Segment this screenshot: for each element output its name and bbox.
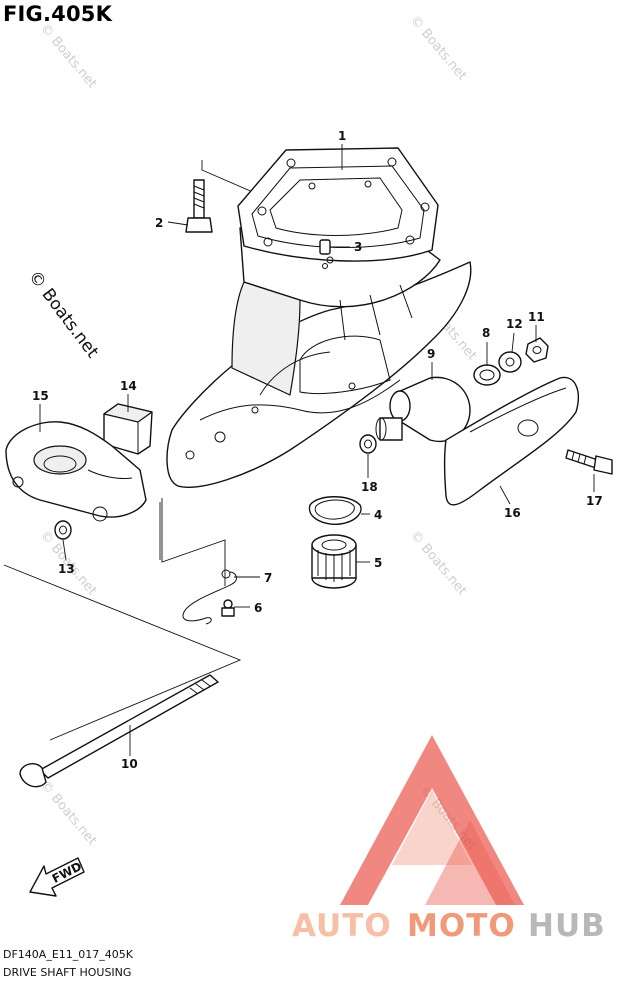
drive-shaft-housing bbox=[166, 147, 472, 488]
watermark-2: © Boats.net bbox=[407, 13, 469, 83]
washer-part-13 bbox=[54, 520, 72, 540]
screw-part-6 bbox=[221, 599, 235, 617]
mount-rubber-part-9 bbox=[375, 376, 471, 442]
callout-14: 14 bbox=[120, 379, 137, 393]
fwd-arrow-icon: FWD bbox=[29, 857, 85, 897]
callout-10: 10 bbox=[121, 757, 138, 771]
callout-15: 15 bbox=[32, 389, 49, 403]
callout-2: 2 bbox=[155, 216, 163, 230]
bearing-part-5 bbox=[311, 534, 357, 589]
reference-lines bbox=[3, 160, 263, 741]
callout-9: 9 bbox=[427, 347, 435, 361]
brand-part-auto: AUTO bbox=[292, 908, 392, 944]
brand-triangle-logo bbox=[340, 735, 524, 905]
washer-part-18 bbox=[359, 434, 377, 454]
callouts: 1 2 3 4 5 6 7 8 9 10 11 12 13 14 15 16 1… bbox=[32, 129, 603, 771]
callout-6: 6 bbox=[254, 601, 262, 615]
callout-1: 1 bbox=[338, 129, 346, 143]
callout-16: 16 bbox=[504, 506, 521, 520]
watermark-1: © Boats.net bbox=[37, 21, 99, 91]
nut-part-11 bbox=[525, 337, 549, 363]
brand-wordmark: AUTO MOTO HUB bbox=[292, 908, 606, 944]
mount-bracket-part-15 bbox=[5, 421, 147, 522]
figure-title: FIG.405K bbox=[3, 2, 113, 26]
callout-8: 8 bbox=[482, 326, 490, 340]
bolt-part-2 bbox=[185, 179, 213, 233]
callout-7: 7 bbox=[264, 571, 272, 585]
long-bolt-part-10 bbox=[19, 674, 219, 788]
brand-part-moto: MOTO bbox=[407, 908, 516, 944]
callout-11: 11 bbox=[528, 310, 545, 324]
clamp-part-7 bbox=[182, 569, 237, 625]
gasket-part-4 bbox=[308, 496, 362, 525]
figure-code: DF140A_E11_017_405K bbox=[3, 948, 133, 961]
callout-12: 12 bbox=[506, 317, 523, 331]
brand-part-hub: HUB bbox=[528, 908, 606, 944]
callout-4: 4 bbox=[374, 508, 382, 522]
callout-3: 3 bbox=[354, 240, 362, 254]
leader-lines bbox=[39, 144, 595, 756]
watermark-6: © Boats.net bbox=[37, 778, 99, 848]
callout-13: 13 bbox=[58, 562, 75, 576]
figure-name: DRIVE SHAFT HOUSING bbox=[3, 966, 132, 979]
callout-17: 17 bbox=[586, 494, 603, 508]
watermark-main: © Boats.net bbox=[24, 267, 103, 362]
washer-part-8 bbox=[473, 364, 501, 386]
callout-5: 5 bbox=[374, 556, 382, 570]
washer-part-12 bbox=[498, 351, 522, 373]
mount-cover-part-16 bbox=[443, 376, 579, 506]
watermark-5: © Boats.net bbox=[407, 528, 469, 598]
bolt-part-17 bbox=[565, 449, 613, 475]
callout-18: 18 bbox=[361, 480, 378, 494]
